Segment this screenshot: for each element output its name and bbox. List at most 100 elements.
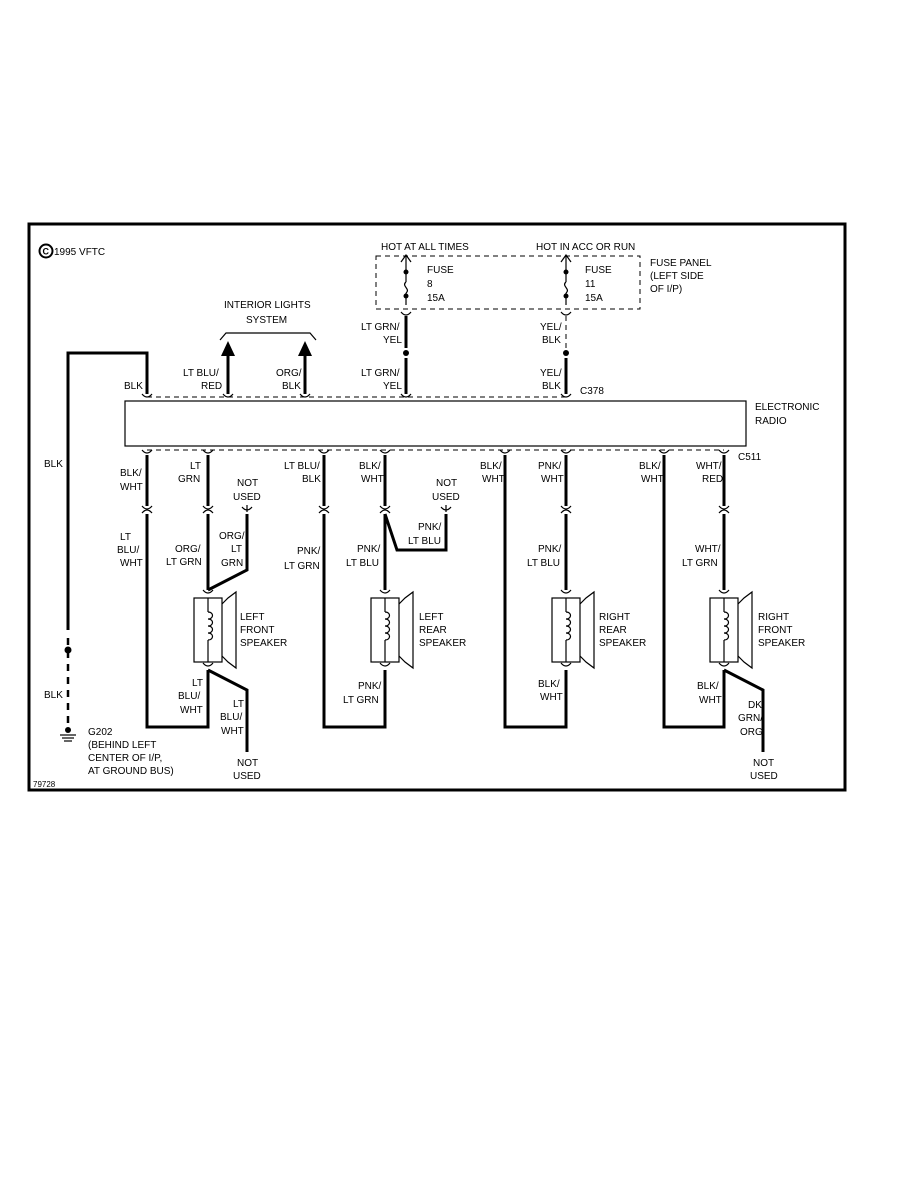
wire-lr-out: PNK/ bbox=[358, 681, 382, 692]
svg-text:WHT: WHT bbox=[120, 482, 143, 493]
copyright-text: 1995 VFTC bbox=[54, 247, 105, 258]
wire-c10-wht-lt-grn: WHT/ bbox=[695, 544, 721, 555]
svg-text:YEL: YEL bbox=[383, 335, 402, 346]
fuse-panel-label-2: (LEFT SIDE bbox=[650, 271, 704, 282]
svg-text:SPEAKER: SPEAKER bbox=[240, 638, 287, 649]
svg-text:LT BLU: LT BLU bbox=[408, 536, 441, 547]
right-front-speaker bbox=[709, 589, 753, 670]
interior-lights-label: INTERIOR LIGHTS bbox=[224, 300, 311, 311]
left-front-speaker bbox=[193, 589, 237, 670]
svg-text:15A: 15A bbox=[585, 293, 603, 304]
svg-text:USED: USED bbox=[233, 771, 261, 782]
interior-lights-bracket bbox=[219, 332, 317, 341]
rf-speaker-label: RIGHT bbox=[758, 612, 789, 623]
svg-text:SPEAKER: SPEAKER bbox=[599, 638, 646, 649]
wire-c10-wht-red: WHT/ bbox=[696, 461, 722, 472]
ground-g202: G202 bbox=[88, 727, 113, 738]
electronic-radio bbox=[124, 400, 747, 447]
fuse-11: FUSE 11 15A bbox=[560, 253, 612, 305]
svg-text:FRONT: FRONT bbox=[240, 625, 274, 636]
wire-org-blk: ORG/ bbox=[276, 368, 302, 379]
connector-c511: C511 bbox=[738, 452, 762, 463]
svg-text:YEL: YEL bbox=[383, 381, 402, 392]
coil-icon bbox=[723, 611, 730, 641]
svg-text:BLU/: BLU/ bbox=[117, 545, 139, 556]
svg-text:WHT: WHT bbox=[120, 558, 143, 569]
svg-text:CENTER OF I/P,: CENTER OF I/P, bbox=[88, 753, 162, 764]
wire-c6-pnk-lt-blu: PNK/ bbox=[418, 522, 442, 533]
wire-c4-lt-blu-blk: LT BLU/ bbox=[284, 461, 320, 472]
arrow-icon bbox=[400, 253, 412, 263]
wire-c5-pnk-lt-blu: PNK/ bbox=[357, 544, 381, 555]
arrow-icon bbox=[560, 253, 572, 263]
wire-c1-blk-wht: BLK/ bbox=[120, 468, 142, 479]
svg-text:WHT: WHT bbox=[361, 474, 384, 485]
wire-c1-lt-blu-wht: LT bbox=[120, 532, 131, 543]
svg-text:REAR: REAR bbox=[419, 625, 447, 636]
svg-text:GRN: GRN bbox=[178, 474, 200, 485]
wire-lf-not-used: LT bbox=[233, 699, 244, 710]
copyright-mark: C 1995 VFTC bbox=[38, 243, 105, 259]
svg-text:FUSE: FUSE bbox=[427, 265, 454, 276]
svg-text:(BEHIND LEFT: (BEHIND LEFT bbox=[88, 740, 156, 751]
arrow-up-icon bbox=[221, 341, 235, 356]
svg-text:15A: 15A bbox=[427, 293, 445, 304]
wire-blk-left: BLK bbox=[44, 459, 63, 470]
speaker-cone-icon bbox=[737, 590, 753, 670]
svg-text:RADIO: RADIO bbox=[755, 416, 787, 427]
fuse-icon bbox=[403, 281, 409, 294]
lr-speaker-label: LEFT bbox=[419, 612, 443, 623]
hot-at-all-times-label: HOT AT ALL TIMES bbox=[381, 242, 469, 253]
svg-text:WHT: WHT bbox=[540, 692, 563, 703]
not-used-lf: NOT bbox=[237, 758, 258, 769]
wire-yel-blk-upper: YEL/ bbox=[540, 322, 562, 333]
svg-text:BLU/: BLU/ bbox=[178, 691, 200, 702]
svg-text:WHT: WHT bbox=[699, 695, 722, 706]
fuse-panel-box bbox=[375, 255, 641, 310]
diagram-border bbox=[27, 222, 847, 792]
svg-text:GRN/: GRN/ bbox=[738, 713, 763, 724]
svg-text:LT GRN: LT GRN bbox=[284, 561, 320, 572]
wire-c4-pnk-lt-grn: PNK/ bbox=[297, 546, 321, 557]
svg-text:REAR: REAR bbox=[599, 625, 627, 636]
svg-text:WHT: WHT bbox=[482, 474, 505, 485]
svg-text:RED: RED bbox=[201, 381, 222, 392]
wire-rr-out: BLK/ bbox=[538, 679, 560, 690]
wire-c7-blk-wht: BLK/ bbox=[480, 461, 502, 472]
not-used-c6: NOT bbox=[436, 478, 457, 489]
hot-in-acc-or-run-label: HOT IN ACC OR RUN bbox=[536, 242, 635, 253]
connector-c378: C378 bbox=[580, 386, 604, 397]
svg-text:BLK: BLK bbox=[542, 381, 561, 392]
left-rear-speaker bbox=[370, 589, 414, 670]
svg-text:BLK: BLK bbox=[542, 335, 561, 346]
svg-text:BLK: BLK bbox=[282, 381, 301, 392]
not-used-rf: NOT bbox=[753, 758, 774, 769]
coil-icon bbox=[565, 611, 572, 641]
wire-c5-blk-wht: BLK/ bbox=[359, 461, 381, 472]
svg-text:ORG: ORG bbox=[740, 727, 763, 738]
fuse-icon bbox=[563, 281, 569, 294]
speaker-cone-icon bbox=[398, 590, 414, 670]
svg-text:RED: RED bbox=[702, 474, 723, 485]
svg-text:BLK: BLK bbox=[302, 474, 321, 485]
wire-c2-lt-grn: LT bbox=[190, 461, 201, 472]
ground-icon bbox=[60, 727, 76, 742]
svg-text:BLU/: BLU/ bbox=[220, 712, 242, 723]
not-used-c3: NOT bbox=[237, 478, 258, 489]
arrow-up-icon bbox=[298, 341, 312, 356]
svg-text:11: 11 bbox=[585, 279, 596, 290]
speaker-cone-icon bbox=[221, 590, 237, 670]
svg-text:LT GRN: LT GRN bbox=[682, 558, 718, 569]
svg-text:SYSTEM: SYSTEM bbox=[246, 315, 287, 326]
figure-id: 79728 bbox=[33, 780, 56, 789]
speaker-cone-icon bbox=[579, 590, 595, 670]
svg-text:LT: LT bbox=[231, 544, 242, 555]
svg-text:LT GRN: LT GRN bbox=[166, 557, 202, 568]
fuse-panel-label: FUSE PANEL bbox=[650, 258, 712, 269]
fuse-panel-label-3: OF I/P) bbox=[650, 284, 682, 295]
svg-text:GRN: GRN bbox=[221, 558, 243, 569]
wire-lf-out: LT bbox=[192, 678, 203, 689]
wire-c8-pnk-wht: PNK/ bbox=[538, 461, 562, 472]
wire-c3-org-lt-grn: ORG/ bbox=[219, 531, 245, 542]
